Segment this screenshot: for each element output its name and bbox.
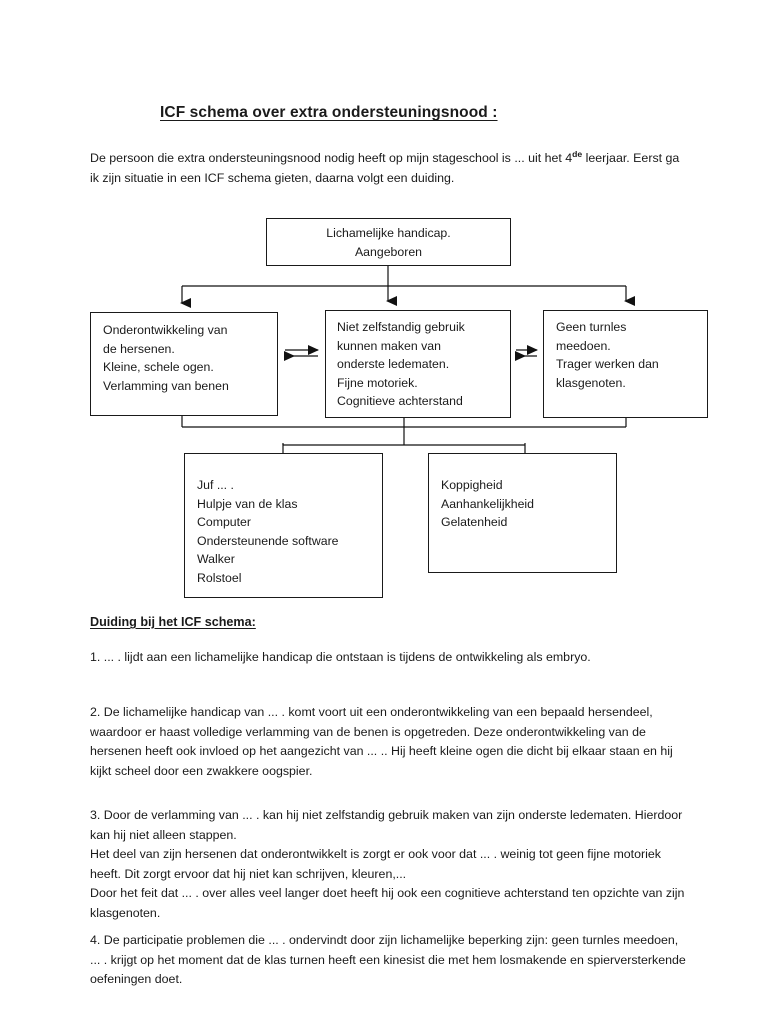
diagram-node-personal-factors: Koppigheid Aanhankelijkheid Gelatenheid <box>428 453 617 573</box>
section-heading-duiding: Duiding bij het ICF schema: <box>90 615 256 629</box>
ordinal-suffix: de <box>572 148 583 159</box>
diagram-node-activities-label: Niet zelfstandig gebruik kunnen maken va… <box>337 320 465 409</box>
intro-paragraph: De persoon die extra ondersteuningsnood … <box>90 149 684 188</box>
duiding-paragraph-1: 1. ... . lijdt aan een lichamelijke hand… <box>90 650 591 664</box>
diagram-node-health-condition-label: Lichamelijke handicap. Aangeboren <box>326 226 451 259</box>
diagram-node-activities: Niet zelfstandig gebruik kunnen maken va… <box>325 310 511 418</box>
diagram-node-body-functions: Onderontwikkeling van de hersenen. Klein… <box>90 312 278 416</box>
duiding-paragraph-4: 4. De participatie problemen die ... . o… <box>90 933 686 987</box>
diagram-node-body-functions-label: Onderontwikkeling van de hersenen. Klein… <box>103 323 229 393</box>
diagram-node-personal-factors-label: Koppigheid Aanhankelijkheid Gelatenheid <box>441 478 534 530</box>
duiding-paragraph-3: 3. Door de verlamming van ... . kan hij … <box>90 808 685 920</box>
intro-text-before: De persoon die extra ondersteuningsnood … <box>90 151 573 165</box>
diagram-node-external-factors-label: Juf ... . Hulpje van de klas Computer On… <box>197 478 339 585</box>
page-title: ICF schema over extra ondersteuningsnood… <box>160 104 498 121</box>
duiding-paragraph-2: 2. De lichamelijke handicap van ... . ko… <box>90 705 673 778</box>
intro-text-after: leerjaar. Eerst ga ik zijn situatie in e… <box>90 151 680 185</box>
diagram-node-health-condition: Lichamelijke handicap. Aangeboren <box>266 218 511 266</box>
diagram-node-external-factors: Juf ... . Hulpje van de klas Computer On… <box>184 453 383 598</box>
diagram-node-participation: Geen turnles meedoen. Trager werken dan … <box>543 310 708 418</box>
diagram-node-participation-label: Geen turnles meedoen. Trager werken dan … <box>556 320 659 390</box>
